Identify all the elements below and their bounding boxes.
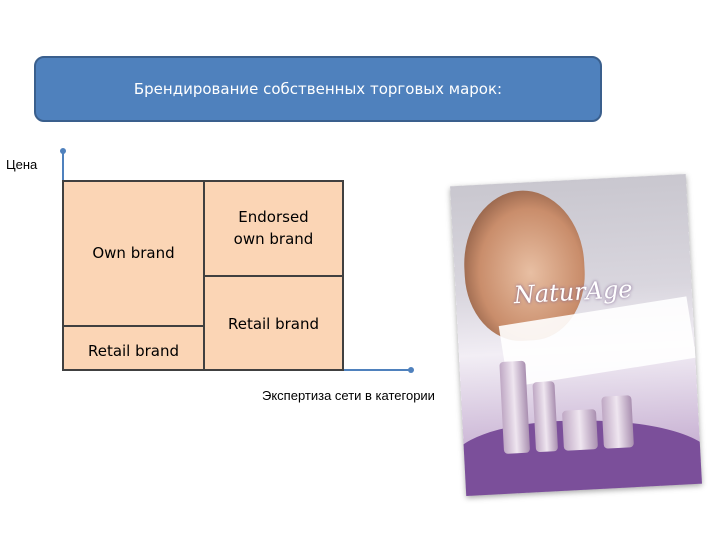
product-jar-1 (561, 409, 598, 451)
naturage-logo: NaturAge (513, 275, 634, 310)
own-brand-cell: Own brand (62, 180, 205, 327)
retail-brand-bottom-cell: Retail brand (62, 325, 205, 371)
retail-brand-bottom-label: Retail brand (87, 342, 180, 361)
endorsed-own-brand-label: Endorsed own brand (233, 207, 314, 248)
title-box: Брендирование собственных торговых марок… (34, 56, 602, 122)
product-advertisement-image: NaturAge (450, 174, 702, 496)
x-axis-label: Экспертиза сети в категории (262, 388, 435, 403)
product-bottle-2 (532, 381, 559, 453)
product-jar-2 (601, 395, 634, 449)
retail-brand-right-label: Retail brand (227, 315, 320, 334)
page-title: Брендирование собственных торговых марок… (133, 80, 503, 98)
x-axis-arrow (408, 367, 414, 373)
product-bottle-1 (499, 360, 531, 454)
endorsed-own-brand-cell: Endorsed own brand (203, 180, 344, 277)
y-axis-arrow (60, 148, 66, 154)
retail-brand-right-cell: Retail brand (203, 275, 344, 371)
own-brand-label: Own brand (92, 243, 175, 262)
y-axis-label: Цена (6, 157, 38, 172)
